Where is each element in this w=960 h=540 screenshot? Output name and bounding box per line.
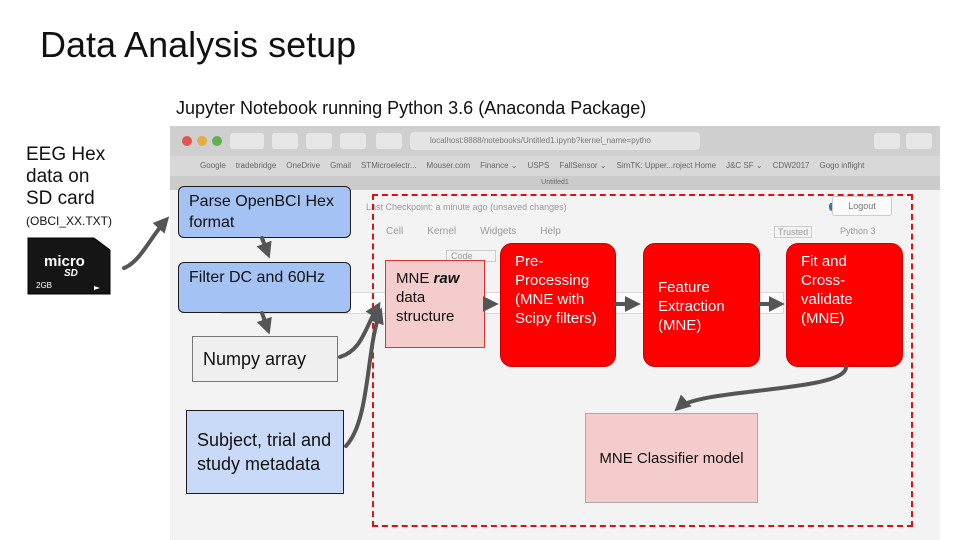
bookmark: SimTK: Upper...roject Home	[616, 161, 717, 170]
bookmark: CDW2017	[772, 161, 810, 170]
parse-hex-box: Parse OpenBCI Hex format	[178, 186, 351, 238]
arrow-fit-to-classifier	[674, 365, 848, 412]
bookmark: Gmail	[330, 161, 351, 170]
menu-item[interactable]: Widgets	[480, 226, 517, 237]
url-bar: localhost:8888/notebooks/Untitled1.ipynb…	[410, 132, 700, 150]
trusted-badge: Trusted	[774, 226, 813, 238]
bookmark: Gogo inflight	[819, 161, 865, 170]
metadata-box: Subject, trial and study metadata	[186, 410, 344, 494]
notebook-menu: Cell Kernel Widgets Help	[386, 226, 585, 237]
grid-icon	[306, 133, 332, 149]
arrow-sd-to-parse	[122, 216, 170, 270]
eeg-source-label: EEG Hex data on SD card (OBCI_XX.TXT)	[26, 144, 112, 232]
arrow-parse-to-filter	[256, 236, 272, 259]
checkpoint-text: Last Checkpoint: a minute ago (unsaved c…	[366, 202, 567, 212]
feature-extraction-box: Feature Extraction (MNE)	[643, 243, 760, 367]
kernel-indicator: Python 3	[840, 226, 876, 236]
card-brand-text: micro	[44, 253, 85, 270]
bookmark: Finance ⌄	[480, 161, 518, 170]
arrow-filter-to-numpy	[256, 311, 272, 335]
notebook-caption: Jupyter Notebook running Python 3.6 (Ana…	[176, 98, 647, 118]
mne-raw-italic: raw	[433, 270, 460, 287]
back-forward-icon	[230, 133, 264, 149]
eeg-line-2: data on	[26, 166, 90, 187]
mne-raw-rest: data structure	[396, 289, 455, 325]
menu-item[interactable]: Help	[540, 226, 561, 237]
classifier-model-box: MNE Classifier model	[585, 413, 758, 503]
slide-title: Data Analysis setup	[40, 24, 357, 65]
menu-item[interactable]: Cell	[386, 226, 404, 237]
logout-button[interactable]: Logout	[832, 196, 892, 216]
browser-toolbar: localhost:8888/notebooks/Untitled1.ipynb…	[170, 126, 940, 156]
fit-crossvalidate-box: Fit and Cross-validate (MNE)	[786, 243, 903, 367]
card-capacity-text: 2GB	[36, 281, 52, 290]
filter-box: Filter DC and 60Hz	[178, 262, 351, 313]
bookmark: Mouser.com	[426, 161, 471, 170]
eeg-line-1: EEG Hex	[26, 144, 106, 165]
mne-pipeline-boundary	[372, 194, 913, 527]
eeg-file-name: (OBCI_XX.TXT)	[26, 214, 113, 228]
share-icon	[874, 133, 900, 149]
bookmark: Google	[200, 161, 226, 170]
bookmark: J&C SF ⌄	[726, 161, 763, 170]
extension-icon	[340, 133, 366, 149]
minimize-window-icon	[197, 136, 207, 146]
bookmark: OneDrive	[286, 161, 321, 170]
bookmark: STMicroelectr...	[360, 161, 417, 170]
zoom-window-icon	[212, 136, 222, 146]
preprocessing-box: Pre-Processing (MNE with Scipy filters)	[500, 243, 616, 367]
info-icon	[376, 133, 402, 149]
numpy-array-box: Numpy array	[192, 336, 338, 382]
browser-tab: Untitled1	[170, 176, 940, 190]
bookmarks-bar: Google tradebridge OneDrive Gmail STMicroele…	[170, 156, 940, 176]
menu-item[interactable]: Kernel	[427, 226, 457, 237]
bookmark: FallSensor ⌄	[559, 161, 607, 170]
bookmark: tradebridge	[235, 161, 277, 170]
arrow-metadata-to-raw	[344, 307, 384, 448]
eeg-line-3: SD card	[26, 188, 95, 209]
card-brand2-text: SD	[64, 268, 78, 279]
close-window-icon	[182, 136, 192, 146]
tabs-icon	[906, 133, 932, 149]
mne-raw-prefix: MNE	[396, 270, 430, 287]
microsd-card-icon: micro SD 2GB	[27, 237, 111, 295]
sidebar-icon	[272, 133, 298, 149]
bookmark: USPS	[527, 161, 550, 170]
